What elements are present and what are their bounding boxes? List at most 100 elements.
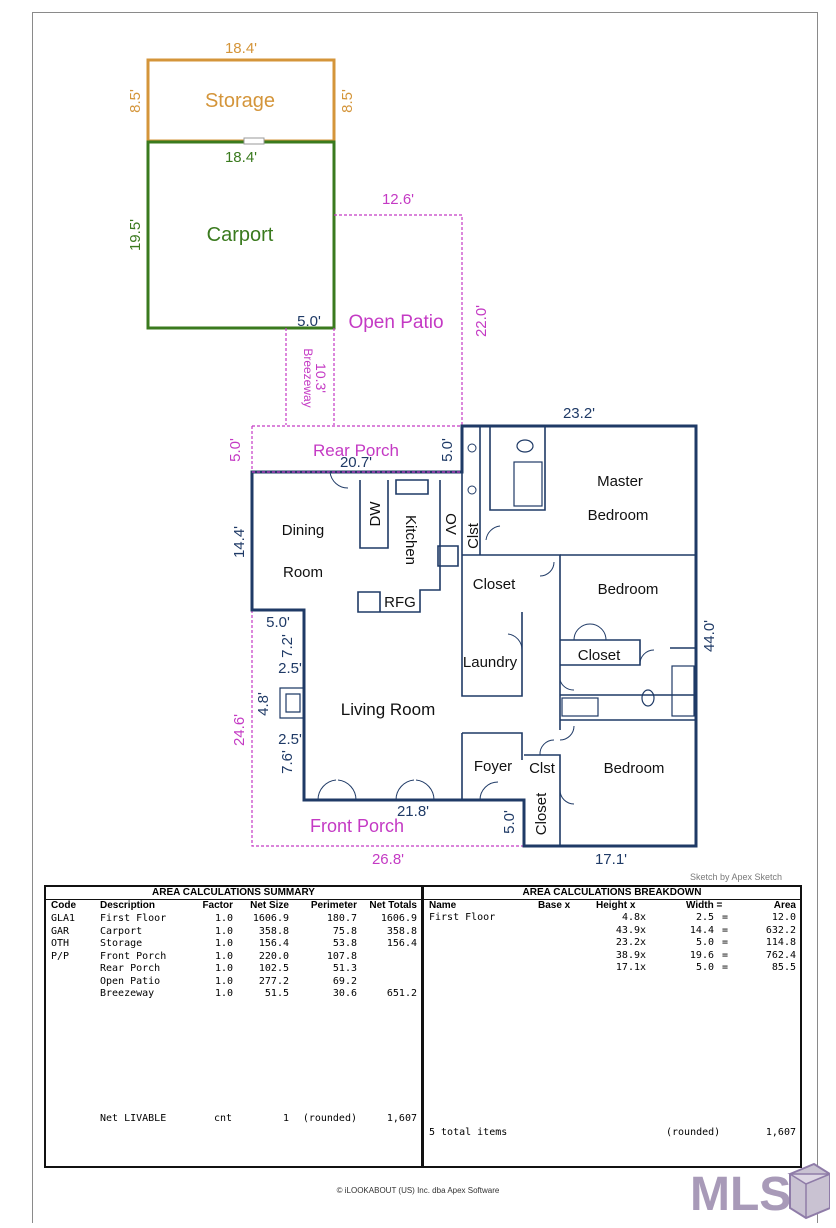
breakdown-total-value: 1,607 [765,1127,796,1138]
breakdown-cell-width: 5.0 [695,937,714,948]
sink-2 [467,485,477,495]
breakdown-cell-times: x [640,937,647,948]
breakdown-total-items: 5 total items [429,1127,508,1138]
summary-cell-description: Carport [100,925,143,937]
room-dw: DW [367,501,384,527]
dim-step-2-5-b: 2.5' [278,731,302,748]
summary-cell-factor: 1.0 [214,925,233,937]
summary-cell-code: OTH [51,938,70,949]
room-rfg: RFG [384,594,416,611]
dim-breezeway-top: 5.0' [297,313,321,330]
summary-cell-code: GAR [51,925,70,937]
summary-cell-factor: 1.0 [214,938,233,949]
summary-cell-description: Rear Porch [100,963,161,974]
breakdown-header-width: Width = [686,900,723,911]
label-storage: Storage [205,90,275,112]
label-breezeway: Breezeway [301,348,315,407]
label-rear-porch: Rear Porch [313,441,399,460]
label-carport: Carport [207,224,274,246]
breakdown-cell-equals: = [722,924,729,936]
summary-cell-factor: 1.0 [214,913,233,924]
breakdown-cell-equals: = [722,949,729,961]
breakdown-cell-area: 114.8 [765,937,796,948]
summary-cell-net-totals: 1606.9 [380,913,417,924]
net-livable-cnt: cnt [214,1113,233,1124]
breakdown-name: First Floor [429,912,496,923]
label-front-porch: Front Porch [310,816,404,836]
room-foyer: Foyer [474,758,512,775]
interior-walls [357,426,697,846]
dim-carport-top: 18.4' [225,149,257,166]
room-ov: OV [442,513,459,535]
dim-step-5: 5.0' [266,614,290,631]
floor-plan-sketch: 18.4' 8.5' 8.5' 18.4' 19.5' 5.0' 10.3' 1… [127,40,718,868]
net-livable-count: 1 [282,1113,289,1124]
summary-cell-description: Front Porch [100,950,167,962]
sink-1 [467,443,477,453]
dim-porch-bottom: 20.7' [340,454,372,471]
breakdown-cell-equals: = [722,912,729,923]
bath-vanity [561,697,599,717]
breakdown-cell-times: x [640,912,647,923]
summary-cell-description: Open Patio [100,975,161,987]
breakdown-cell-area: 12.0 [771,912,796,923]
summary-cell-description: First Floor [100,913,167,924]
room-laundry: Laundry [463,654,518,671]
dim-porch-right: 5.0' [439,438,456,462]
room-living: Living Room [341,700,436,719]
summary-cell-net-size: 1606.9 [252,913,289,924]
room-clst-2: Clst [529,760,556,777]
door-marker [243,137,265,145]
sketch-credit: Sketch by Apex Sketch [690,872,783,882]
summary-cell-factor: 1.0 [214,975,233,987]
breakdown-cell-width: 14.4 [689,924,714,936]
room-closet-3: Closet [533,792,550,835]
rear-porch-outline [251,425,462,472]
dim-storage-right: 8.5' [339,89,356,113]
dim-step-7-6: 7.6' [279,750,296,774]
breakdown-cell-times: x [640,949,647,961]
net-livable-rounded: (rounded) [302,1113,357,1124]
master-tub [513,461,543,507]
breakdown-cell-times: x [640,924,647,936]
summary-cell-factor: 1.0 [214,950,233,962]
breakdown-total-rounded: (rounded) [666,1127,721,1138]
summary-cell-net-totals: 651.2 [386,988,417,999]
room-master-1: Master [597,473,643,490]
dim-carport-left: 19.5' [127,219,144,251]
dim-house-bottom: 17.1' [595,851,627,868]
master-toilet [516,439,534,453]
breakdown-cell-height: 43.9 [615,924,640,936]
door-swings [317,471,655,805]
summary-cell-net-size: 220.0 [258,950,289,962]
area-calculations: AREA CALCULATIONS SUMMARY Code Descripti… [44,885,802,1168]
dim-front-porch-bottom: 26.8' [372,851,404,868]
room-master-2: Bedroom [588,507,649,524]
breakdown-cell-width: 5.0 [695,962,714,973]
summary-cell-net-size: 277.2 [258,975,289,987]
fireplace [279,687,304,719]
breakdown-header-base: Base x [538,900,571,911]
dim-step-2-5-a: 2.5' [278,660,302,677]
net-livable-label: Net LIVABLE [100,1113,167,1124]
copyright-footer: © iLOOKABOUT (US) Inc. dba Apex Software [336,1186,500,1195]
room-closet-2: Closet [578,647,621,664]
breakdown-cell-width: 2.5 [695,912,714,923]
area-breakdown-table: AREA CALCULATIONS BREAKDOWN Name Base x … [424,887,800,1166]
summary-header-description: Description [100,900,156,911]
room-dining-2: Room [283,564,323,581]
dim-step-7-2: 7.2' [279,634,296,658]
summary-cell-description: Storage [100,938,143,949]
dim-porch-left: 5.0' [227,438,244,462]
summary-cell-net-size: 358.8 [258,925,289,937]
summary-header-row: Code Description Factor Net Size Perimet… [46,900,421,912]
summary-cell-net-size: 156.4 [258,938,289,949]
summary-header-code: Code [51,900,76,911]
summary-cell-perimeter: 180.7 [326,913,357,924]
dim-dining-left: 14.4' [231,526,248,558]
